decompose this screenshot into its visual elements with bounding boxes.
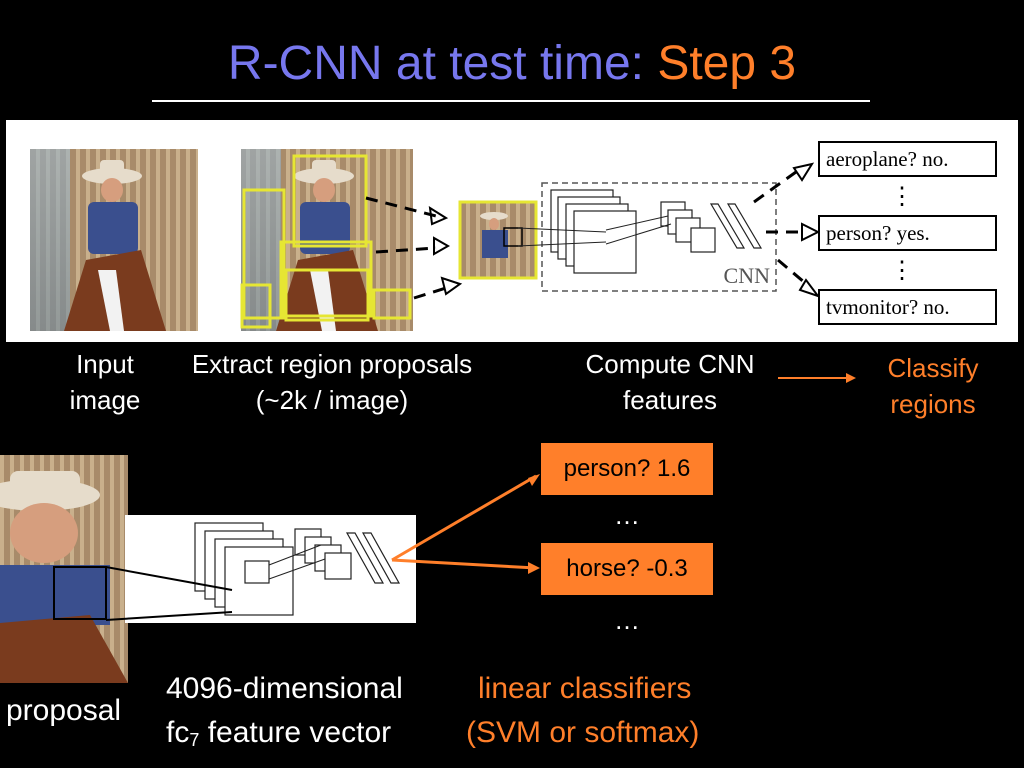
fc-subscript: 7: [189, 730, 200, 750]
feature-vector-text: feature vector: [199, 716, 392, 749]
cnn-block: CNN: [517, 182, 777, 292]
ellipsis-1: …: [614, 500, 640, 530]
svg-text:aeroplane? no.: aeroplane? no.: [826, 147, 948, 171]
classifier-arrowhead-2: [528, 562, 540, 574]
svg-text:person? yes.: person? yes.: [826, 221, 930, 245]
class-label: tvmonitor?: [826, 295, 918, 319]
class-answer: no.: [922, 147, 948, 171]
class-answer: yes.: [897, 221, 930, 245]
title-main: R-CNN at test time:: [227, 37, 658, 90]
feature-label-line2: fc7 feature vector: [166, 712, 391, 761]
feature-cnn-svg: [194, 522, 401, 616]
class-box-tvmonitor: tvmonitor? no.: [818, 289, 997, 325]
ellipsis-2: …: [614, 605, 640, 635]
class-arrowheads: [792, 162, 821, 298]
input-image-photo: [30, 149, 198, 331]
title-underline: [152, 100, 870, 102]
classify-arrow: [778, 373, 856, 383]
score-box-horse: horse? -0.3: [541, 543, 713, 595]
vdots-1: ⋮: [890, 183, 914, 210]
class-answer: no.: [923, 295, 949, 319]
feature-cnn-panel: [125, 515, 416, 623]
proposal-label: proposal: [6, 694, 122, 727]
cnn-label: CNN: [724, 263, 771, 288]
proposal-photo-svg: [0, 455, 128, 683]
svg-text:tvmonitor? no.: tvmonitor? no.: [826, 295, 950, 319]
classifier-label-line2: (SVM or softmax): [466, 716, 700, 749]
class-box-person: person? yes.: [818, 215, 997, 251]
class-label: aeroplane?: [826, 147, 917, 171]
stage-label-compute: Compute CNN features: [585, 349, 755, 415]
class-label: person?: [826, 221, 891, 245]
pipeline-svg: CNN aeroplane? no. ⋮ person? yes. ⋮ tvmo…: [30, 141, 997, 331]
stage-label-input: Input image: [69, 349, 141, 415]
proposal-arrowheads: [428, 206, 463, 296]
classifier-arrowhead-1: [528, 474, 540, 486]
proposal-photo: [0, 455, 128, 683]
warped-region: [458, 200, 538, 280]
pipeline-figure: CNN aeroplane? no. ⋮ person? yes. ⋮ tvmo…: [6, 120, 1018, 342]
vdots-2: ⋮: [890, 257, 914, 284]
class-arrows: [753, 170, 805, 284]
proposal-arrows: [365, 196, 447, 300]
proposals-photo: [240, 149, 413, 331]
classifier-label-line1: linear classifiers: [478, 672, 692, 705]
feature-label-line1: 4096-dimensional: [166, 672, 403, 705]
fc-prefix: fc: [166, 716, 190, 749]
title-step: Step 3: [657, 37, 797, 90]
stage-label-classify: Classify regions: [887, 353, 979, 419]
stage-label-extract: Extract region proposals (~2k / image): [191, 349, 473, 415]
class-box-aeroplane: aeroplane? no.: [818, 141, 997, 177]
score-box-person: person? 1.6: [541, 443, 713, 495]
slide-title: R-CNN at test time: Step 3: [0, 36, 1024, 92]
